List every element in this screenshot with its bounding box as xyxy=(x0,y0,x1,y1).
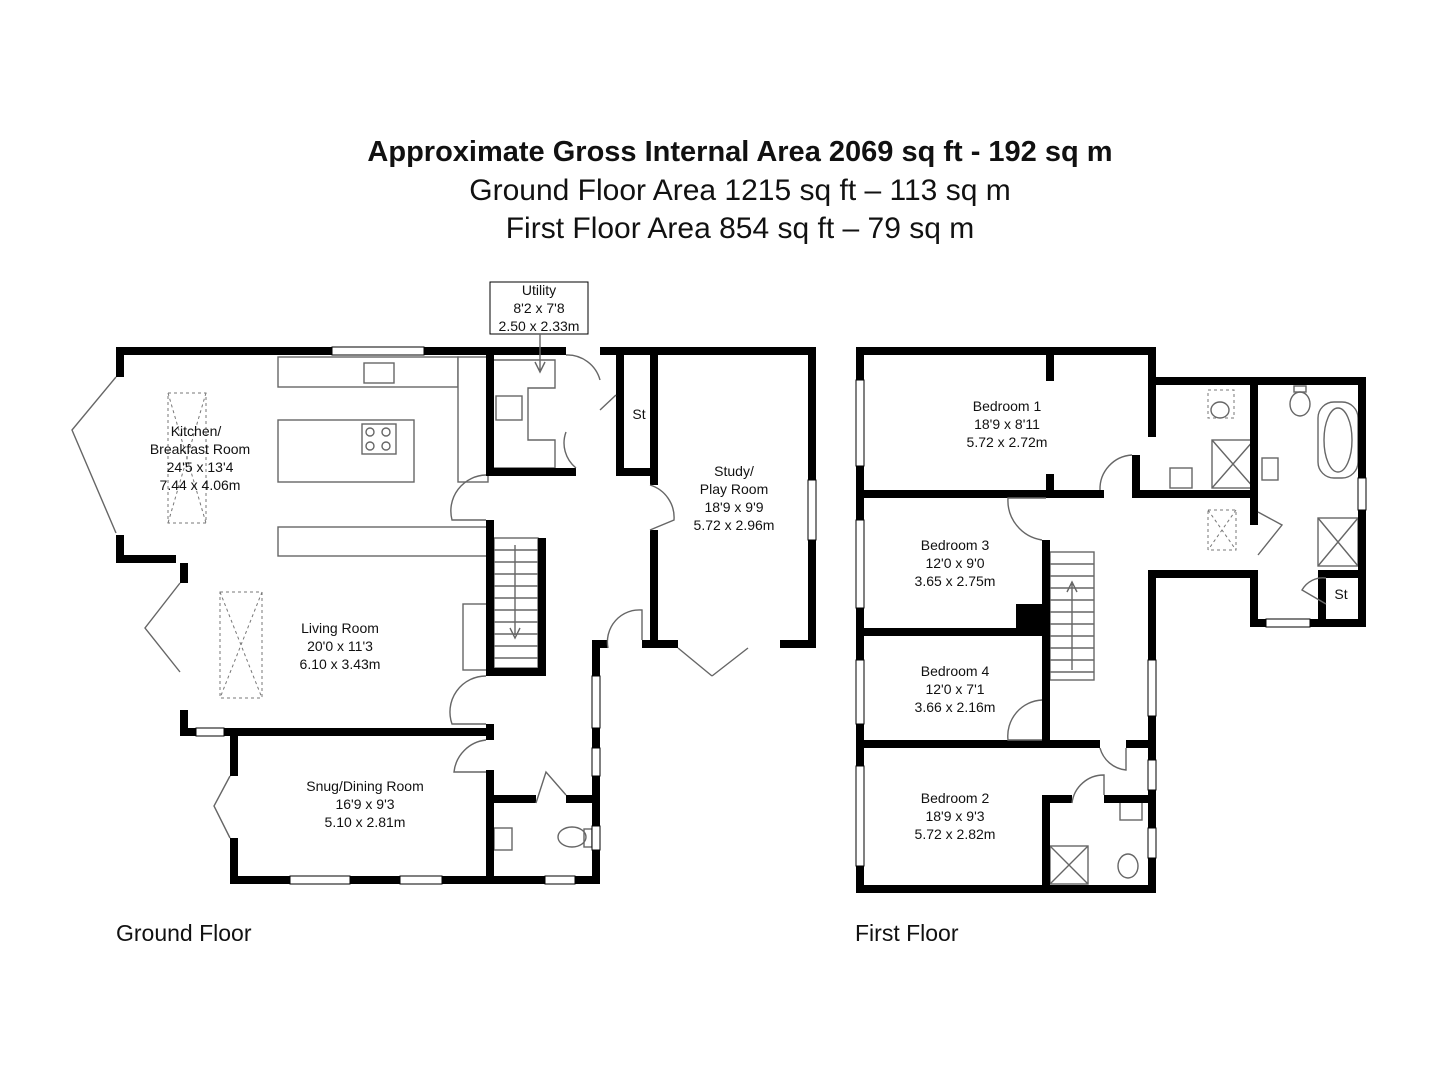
ground-floor-label: Ground Floor xyxy=(116,920,252,946)
store-ground-name: St xyxy=(632,406,645,422)
bedroom3-metric: 3.65 x 2.75m xyxy=(915,573,996,589)
bedroom1-metric: 5.72 x 2.72m xyxy=(967,434,1048,450)
bedroom2-imperial: 18'9 x 9'3 xyxy=(925,808,984,824)
kitchen-name-1: Kitchen/ xyxy=(171,423,222,439)
kitchen-sink-icon xyxy=(363,362,395,384)
first-floor-label: First Floor xyxy=(855,920,959,946)
ground-floor-plan xyxy=(71,281,817,885)
bedroom1-name: Bedroom 1 xyxy=(973,398,1042,414)
utility-sink-icon xyxy=(495,395,523,421)
kitchen-worktop-right xyxy=(457,356,489,483)
bedroom4-name: Bedroom 4 xyxy=(921,663,990,679)
bedroom4-metric: 3.66 x 2.16m xyxy=(915,699,996,715)
skylight-living xyxy=(219,591,263,699)
page-title: Approximate Gross Internal Area 2069 sq … xyxy=(367,136,1113,168)
bedroom4-imperial: 12'0 x 7'1 xyxy=(925,681,984,697)
utility-name: Utility xyxy=(522,282,556,298)
kitchen-island xyxy=(277,419,415,483)
first-floor-area: First Floor Area 854 sq ft – 79 sq m xyxy=(505,212,975,245)
living-room-sideboard xyxy=(277,526,489,557)
living-name: Living Room xyxy=(301,620,379,636)
bedroom1-imperial: 18'9 x 8'11 xyxy=(974,416,1040,432)
ground-floor-area: Ground Floor Area 1215 sq ft – 113 sq m xyxy=(469,174,1011,207)
bathroom-basin-icon xyxy=(1261,457,1279,481)
ensuite-basin-icon xyxy=(1169,467,1193,489)
wc-basin-icon xyxy=(493,827,513,851)
landing-skylight xyxy=(1207,509,1237,551)
ground-stairs xyxy=(493,537,539,669)
study-name-1: Study/ xyxy=(714,463,754,479)
bed2-toilet-icon xyxy=(1117,853,1139,879)
snug-imperial: 16'9 x 9'3 xyxy=(335,796,394,812)
skylight-kitchen xyxy=(167,392,207,524)
study-imperial: 18'9 x 9'9 xyxy=(704,499,763,515)
bedroom2-metric: 5.72 x 2.82m xyxy=(915,826,996,842)
study-name-2: Play Room xyxy=(700,481,768,497)
study-metric: 5.72 x 2.96m xyxy=(694,517,775,533)
first-floor-plan xyxy=(855,347,1367,893)
utility-metric: 2.50 x 2.33m xyxy=(499,318,580,334)
utility-imperial: 8'2 x 7'8 xyxy=(513,300,564,316)
kitchen-name-2: Breakfast Room xyxy=(150,441,250,457)
snug-metric: 5.10 x 2.81m xyxy=(325,814,406,830)
snug-name: Snug/Dining Room xyxy=(306,778,424,794)
kitchen-imperial: 24'5 x 13'4 xyxy=(167,459,234,475)
store-first-name: St xyxy=(1334,586,1347,602)
utility-worktop xyxy=(493,359,556,469)
fireplace xyxy=(462,603,490,671)
kitchen-metric: 7.44 x 4.06m xyxy=(160,477,241,493)
bedroom2-name: Bedroom 2 xyxy=(921,790,990,806)
wc-toilet-icon xyxy=(557,826,587,848)
bedroom3-imperial: 12'0 x 9'0 xyxy=(925,555,984,571)
bedroom3-name: Bedroom 3 xyxy=(921,537,990,553)
kitchen-worktop-top xyxy=(277,356,459,388)
utility-callout-box xyxy=(489,281,589,335)
hob-icon xyxy=(361,423,397,455)
bathroom-toilet-icon xyxy=(1289,391,1311,417)
living-imperial: 20'0 x 11'3 xyxy=(307,638,373,654)
living-metric: 6.10 x 3.43m xyxy=(300,656,381,672)
first-stairs xyxy=(1049,551,1095,681)
